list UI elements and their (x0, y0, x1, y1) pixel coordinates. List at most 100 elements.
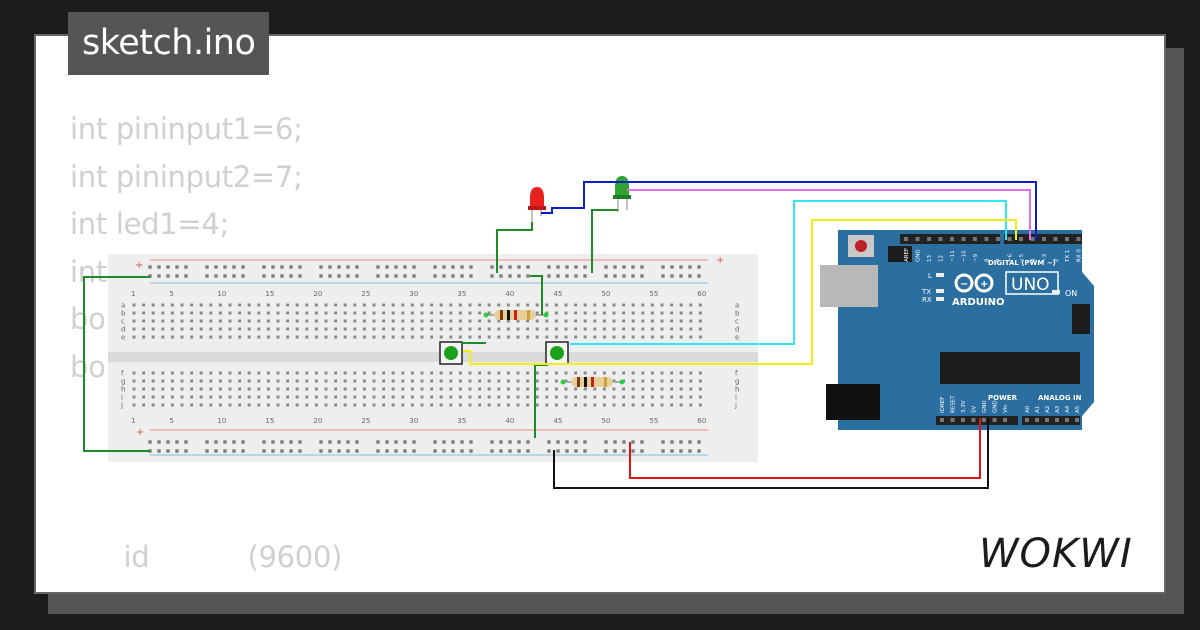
arduino-uno: − + ARDUINO UNO ON DIGITAL (PWM ~) POWER… (820, 230, 1094, 430)
arduino-pin-label: 12 (939, 255, 945, 262)
arduino-pin-label: A5 (1075, 405, 1081, 413)
arduino-pin[interactable] (1042, 237, 1046, 241)
arduino-pin[interactable] (984, 237, 989, 241)
led-red (528, 187, 546, 222)
column-label: 10 (217, 290, 226, 298)
arduino-pin-label: 8 (985, 258, 991, 262)
arduino-pin[interactable] (938, 237, 943, 241)
power-jack (826, 384, 880, 420)
arduino-pin[interactable] (1019, 237, 1023, 241)
arduino-pin[interactable] (1076, 237, 1081, 241)
arduino-pin-label: Vin (1003, 404, 1009, 413)
arduino-pin[interactable] (1035, 418, 1039, 422)
column-label: 20 (313, 417, 322, 425)
code-line: int led1=4; (70, 207, 230, 241)
column-label: 25 (361, 417, 370, 425)
column-label: 30 (409, 417, 418, 425)
column-label: 45 (553, 417, 562, 425)
code-line: bo (70, 302, 106, 336)
arduino-pin[interactable] (1065, 237, 1069, 241)
atmega-chip (940, 352, 1080, 384)
wire-blue-pin4 (541, 181, 1037, 240)
arduino-pin[interactable] (940, 418, 944, 422)
arduino-pin[interactable] (904, 237, 908, 241)
resistor-bottom (560, 377, 625, 387)
arduino-pin[interactable] (1055, 418, 1059, 422)
power-label: POWER (988, 394, 1018, 402)
wire-green-led-red (496, 222, 533, 273)
row-label: f (121, 370, 124, 378)
arduino-pin[interactable] (1065, 418, 1069, 422)
row-label: f (735, 370, 738, 378)
code-line: id (9600) (70, 539, 343, 574)
arduino-pin[interactable] (1075, 418, 1079, 422)
arduino-pin[interactable] (973, 237, 977, 241)
reset-button[interactable] (855, 240, 867, 252)
arduino-pin-label: 7 (996, 258, 1002, 262)
arduino-pin-label: GND (916, 249, 922, 262)
column-label: 35 (457, 290, 466, 298)
row-label: j (120, 402, 123, 410)
row-label: h (121, 386, 125, 394)
arduino-pin-label: ~3 (1042, 253, 1048, 262)
arduino-pin-label: A0 (1025, 405, 1031, 413)
digital-label: DIGITAL (PWM ~) (988, 259, 1056, 267)
wire-magenta-pin5 (627, 189, 1031, 240)
wokwi-logo-text: WOKWI (979, 531, 1133, 577)
row-label: i (121, 394, 123, 402)
column-label: 5 (169, 290, 173, 298)
arduino-pin[interactable] (1053, 237, 1058, 241)
column-label: 60 (697, 417, 706, 425)
arduino-pin[interactable] (950, 237, 954, 241)
column-label: 60 (697, 290, 706, 298)
arduino-pin-label: RESET (951, 395, 957, 413)
row-label: h (735, 386, 739, 394)
usb-port (820, 265, 878, 307)
code-line: int pininput2=7; (70, 159, 303, 194)
arduino-pin[interactable] (971, 418, 976, 422)
column-label: 50 (601, 290, 610, 298)
column-label: 1 (131, 290, 135, 298)
wires (83, 181, 1037, 489)
arduino-pin[interactable] (927, 237, 931, 241)
arduino-infinity-icon (954, 273, 994, 293)
column-label: 1 (131, 417, 135, 425)
wire-green-rail (530, 275, 543, 315)
arduino-pin[interactable] (982, 418, 986, 422)
column-label: 40 (505, 417, 514, 425)
arduino-pin[interactable] (1003, 418, 1007, 422)
l-led-label: L (928, 272, 932, 280)
arduino-pin[interactable] (1045, 418, 1049, 422)
arduino-pin[interactable] (961, 418, 965, 422)
arduino-pin[interactable] (1007, 237, 1012, 241)
arduino-pin[interactable] (915, 237, 920, 241)
arduino-pin[interactable] (1025, 418, 1029, 422)
column-label: 55 (649, 290, 658, 298)
arduino-pin-label: 4 (1031, 258, 1037, 262)
arduino-pin[interactable] (992, 418, 997, 422)
row-label: e (735, 334, 739, 342)
wire-cyan-pin7 (570, 200, 1007, 345)
arduino-pin-label: ~10 (962, 250, 968, 262)
row-label: a (735, 302, 739, 310)
arduino-pin-label: A1 (1035, 406, 1041, 413)
row-label: e (121, 334, 125, 342)
arduino-pin[interactable] (996, 237, 1000, 241)
arduino-pin[interactable] (950, 418, 955, 422)
arduino-pin-label: ~6 (1008, 253, 1014, 262)
code-line: int (70, 254, 107, 289)
column-label: 35 (457, 417, 466, 425)
row-label: c (735, 318, 739, 326)
column-label: 55 (649, 417, 658, 425)
tx-label: TX (921, 288, 931, 296)
on-led-label: ON (1065, 289, 1077, 298)
column-label: 15 (265, 290, 274, 298)
analog-label: ANALOG IN (1038, 394, 1082, 402)
arduino-pin[interactable] (961, 237, 966, 241)
pushbutton-1[interactable] (439, 341, 463, 365)
pushbutton-2[interactable] (545, 341, 569, 365)
arduino-pin[interactable] (1030, 237, 1035, 241)
arduino-pin-label: 13 (927, 255, 933, 262)
row-label: g (121, 378, 125, 386)
